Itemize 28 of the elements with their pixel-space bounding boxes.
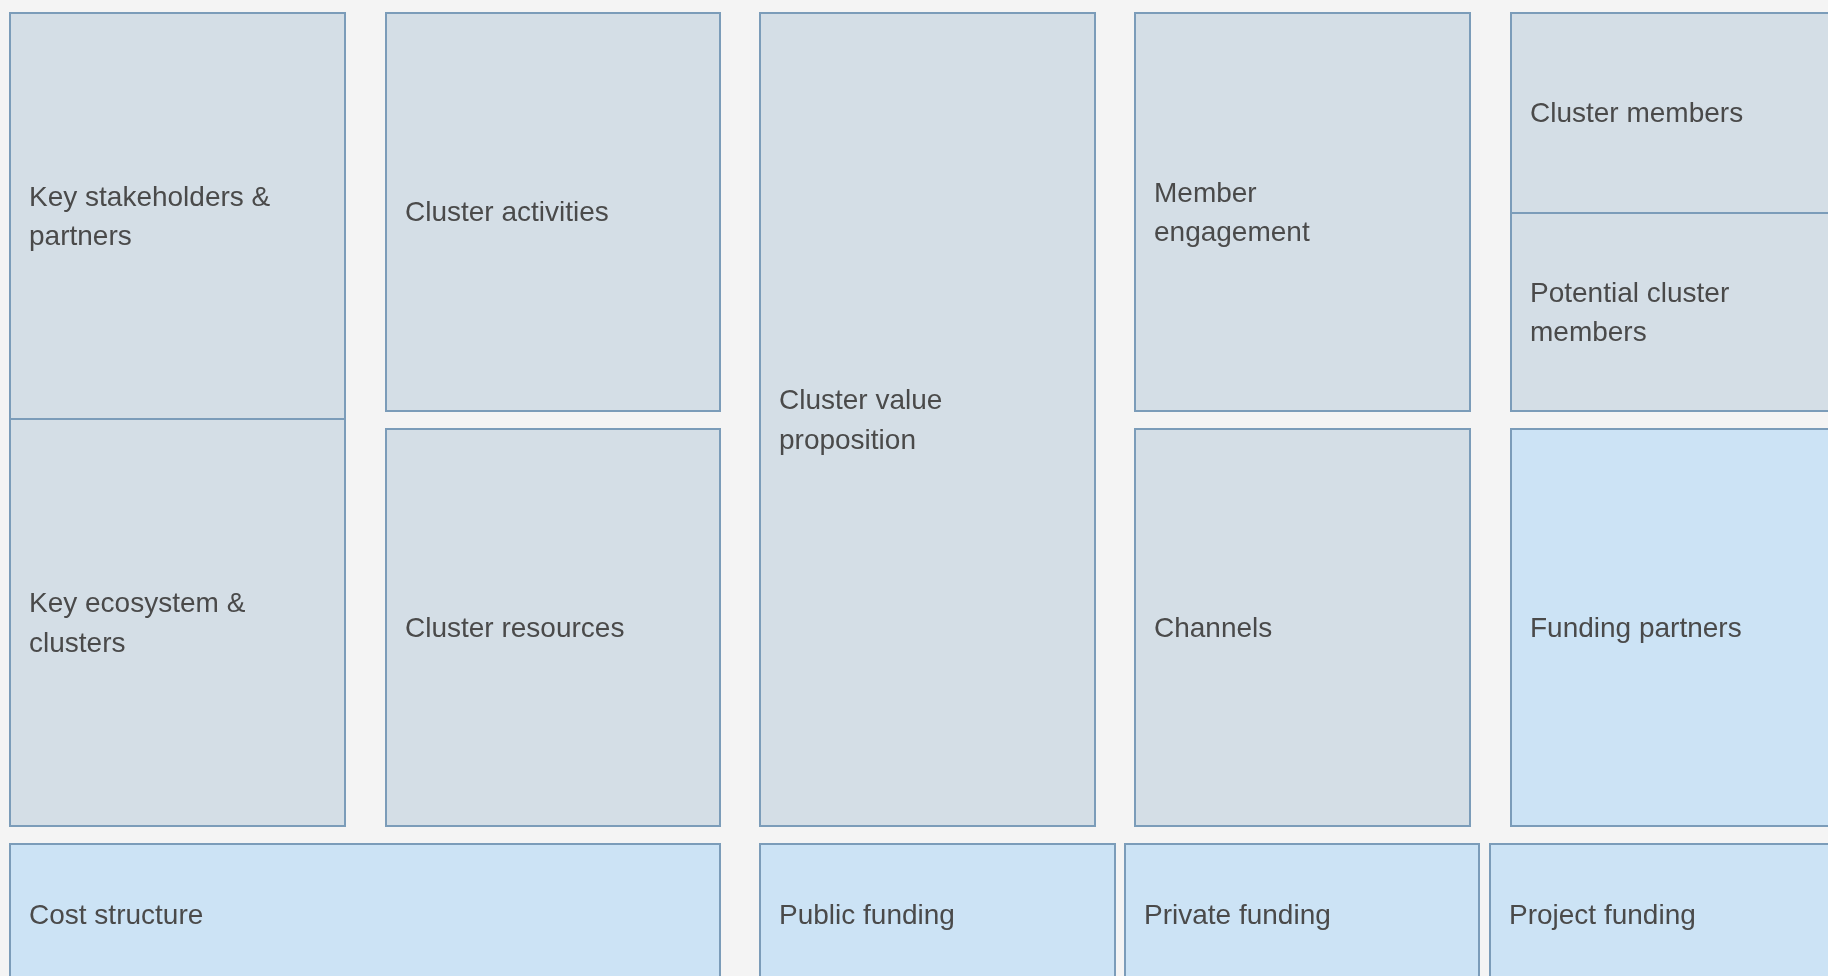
block-title: Cost structure	[29, 898, 204, 932]
canvas-block	[9, 843, 721, 976]
canvas-block	[1134, 428, 1471, 827]
block-title: Cluster activities	[405, 195, 609, 230]
block-title: Public funding	[779, 898, 955, 932]
canvas-block	[9, 418, 346, 827]
canvas-block	[1510, 212, 1828, 412]
canvas-block	[759, 843, 1116, 976]
canvas-block	[385, 428, 721, 827]
block-title: Cluster value proposition	[779, 383, 944, 457]
block-title: Cluster resources	[405, 610, 625, 645]
canvas-block	[1134, 12, 1471, 412]
block-title: Member engagement	[1154, 175, 1311, 249]
canvas-block	[385, 12, 721, 412]
block-title: Key ecosystem & clusters	[29, 586, 247, 660]
block-title: Funding partners	[1530, 610, 1742, 645]
block-title: Potential cluster members	[1530, 275, 1731, 349]
canvas-block	[759, 12, 1096, 827]
block-title: Channels	[1154, 610, 1273, 645]
block-title: Project funding	[1509, 898, 1696, 932]
block-title: Key stakeholders & partners	[29, 179, 272, 253]
canvas-block	[1124, 843, 1480, 976]
block-title: Cluster members	[1530, 96, 1744, 131]
canvas-block	[9, 12, 346, 420]
canvas-block	[1510, 12, 1828, 214]
canvas-block	[1510, 428, 1828, 827]
block-title: Private funding	[1144, 898, 1331, 932]
canvas-block	[1489, 843, 1828, 976]
